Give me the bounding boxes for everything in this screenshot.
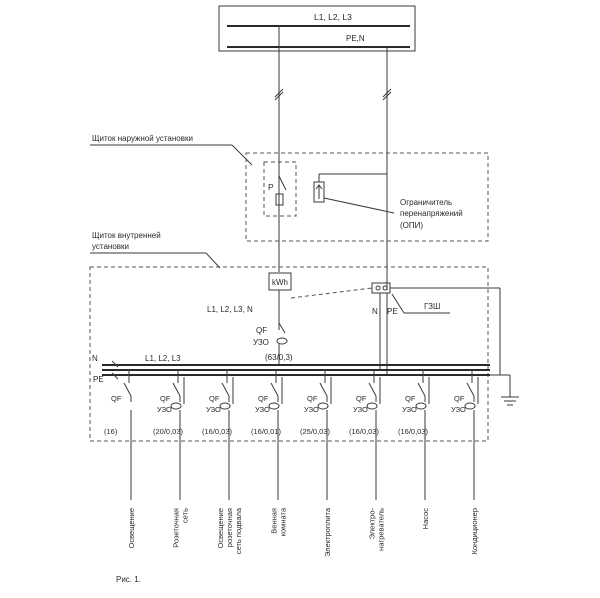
cable-tick-mark xyxy=(382,88,392,98)
input-phases-label: L1, L2, L3, N xyxy=(207,305,253,314)
circuit-rating-label: (16/0,03) xyxy=(349,427,380,436)
figure-caption: Рис. 1. xyxy=(116,575,141,584)
circuit-rating-label: (25/0,03) xyxy=(300,427,331,436)
circuit-name-label: Розеточная xyxy=(172,508,181,548)
circuit-name-label: Венная xyxy=(270,508,279,534)
indoor-panel-boundary xyxy=(89,266,489,442)
gzsh-terminal xyxy=(382,285,388,291)
limiter-leader xyxy=(323,197,395,214)
circuit-rating-label: (20/0,03) xyxy=(153,427,184,436)
circuit-rcd-coil xyxy=(464,402,476,410)
limiter-label-line3: (ОПИ) xyxy=(400,221,423,230)
circuit-qf-label: QF xyxy=(356,394,367,403)
circuit-uzo-label: УЗО xyxy=(353,405,368,414)
indoor-panel-title-line2: установки xyxy=(92,242,129,251)
n-terminal-label: N xyxy=(372,307,378,316)
outdoor-panel-boundary xyxy=(245,152,489,242)
circuit-name-label: Электроплита xyxy=(323,507,332,557)
pe-bus-label: PE xyxy=(93,375,104,384)
circuit-qf-label: QF xyxy=(258,394,269,403)
circuit-breaker-contact xyxy=(417,382,426,397)
main-rcd-coil xyxy=(276,337,288,345)
circuit-rating-label: (16/0,03) xyxy=(398,427,429,436)
meter-box xyxy=(268,272,292,291)
circuit-name-label: Электро- xyxy=(368,508,377,540)
n-bus-label: N xyxy=(92,354,98,363)
bus-tick-mark xyxy=(111,372,119,380)
limiter-label-line2: перенапряжений xyxy=(400,209,463,218)
cable-tick-mark xyxy=(382,91,392,101)
circuit-rcd-coil xyxy=(268,402,280,410)
leader-line xyxy=(231,144,253,166)
circuit-qf-label: QF xyxy=(209,394,220,403)
relay-label: P xyxy=(268,182,274,192)
circuit-breaker-contact xyxy=(172,382,181,397)
circuit-qf-label: QF xyxy=(307,394,318,403)
circuit-rcd-coil xyxy=(170,402,182,410)
bus-tick-mark xyxy=(111,360,119,368)
circuit-uzo-label: УЗО xyxy=(157,405,172,414)
relay-box xyxy=(263,161,297,217)
indoor-panel-title-line1: Щиток внутренней xyxy=(92,231,161,240)
cable-tick-mark xyxy=(274,91,284,101)
circuit-rating-label: (16/0,01) xyxy=(251,427,282,436)
circuit-name-label: розеточная xyxy=(225,508,234,547)
outdoor-panel-title: Щиток наружной установки xyxy=(92,134,193,143)
circuit-name-label: сеть xyxy=(181,508,190,523)
main-qf-label: QF xyxy=(256,326,267,335)
limiter-label-line1: Ограничитель xyxy=(400,198,452,207)
supply-pe-n-label: PE,N xyxy=(346,34,365,43)
meter-ground-line xyxy=(290,287,373,299)
relay-contact xyxy=(278,175,287,191)
circuit-qf-label: QF xyxy=(454,394,465,403)
supply-phases-label: L1, L2, L3 xyxy=(314,12,352,22)
circuit-rcd-coil xyxy=(366,402,378,410)
circuit-rating-label: (16/0,03) xyxy=(202,427,233,436)
leader-line xyxy=(205,252,221,269)
main-uzo-label: УЗО xyxy=(253,338,269,347)
cable-tick-mark xyxy=(274,88,284,98)
circuit-name-label: Освещение xyxy=(216,508,225,548)
circuit-name-label: Кондиционер xyxy=(470,508,479,554)
circuit-name-label: нагреватель xyxy=(377,508,386,551)
phase-bus-label: L1, L2, L3 xyxy=(145,354,181,363)
circuit-name-label: комната xyxy=(279,507,288,536)
circuit-name-label: Насос xyxy=(421,508,430,530)
pe-terminal-label: PE xyxy=(387,307,398,316)
circuit-name-label: сеть подвала xyxy=(234,507,243,554)
circuit-breaker-contact xyxy=(270,382,279,397)
gzsh-terminal xyxy=(375,285,381,291)
circuit-rcd-coil xyxy=(415,402,427,410)
circuit-qf-label: QF xyxy=(160,394,171,403)
circuit-breaker-contact xyxy=(466,382,475,397)
circuit-breaker-contact xyxy=(319,382,328,397)
circuit-uzo-label: УЗО xyxy=(206,405,221,414)
circuit-rcd-coil xyxy=(219,402,231,410)
circuit-rcd-coil xyxy=(317,402,329,410)
meter-label: kWh xyxy=(272,278,288,287)
circuit-rating-label: (16) xyxy=(104,427,118,436)
circuit-qf-label: QF xyxy=(405,394,416,403)
circuit-uzo-label: УЗО xyxy=(451,405,466,414)
surge-arrester-arrowhead xyxy=(315,184,323,190)
supply-panel xyxy=(218,5,416,52)
gzsh-label: ГЗШ xyxy=(424,302,440,311)
circuit-breaker-contact xyxy=(123,382,132,397)
gzsh-leader xyxy=(391,293,405,314)
circuit-name-label: Освещение xyxy=(127,508,136,548)
main-breaker-contact xyxy=(278,322,286,334)
circuit-breaker-contact xyxy=(221,382,230,397)
circuit-uzo-label: УЗО xyxy=(255,405,270,414)
circuit-uzo-label: УЗО xyxy=(402,405,417,414)
circuit-breaker-contact xyxy=(368,382,377,397)
circuit-uzo-label: УЗО xyxy=(304,405,319,414)
fuse-symbol xyxy=(275,193,284,206)
circuit-qf-label: QF xyxy=(111,394,122,403)
